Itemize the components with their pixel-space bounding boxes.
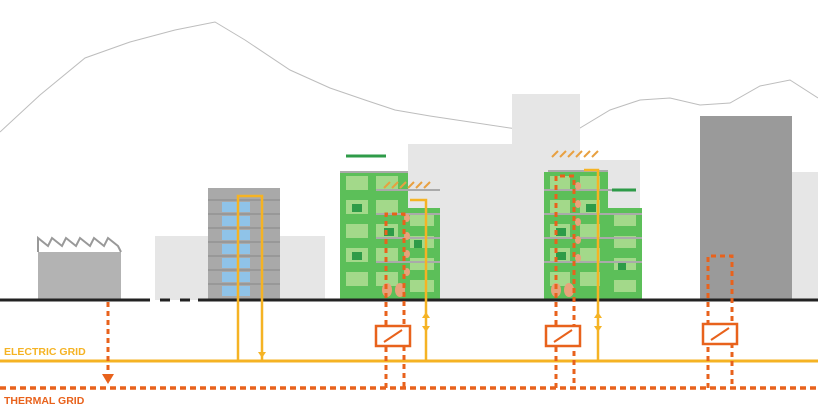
- thermal-grid-label: THERMAL GRID: [4, 395, 85, 407]
- electric-risers: [236, 168, 600, 361]
- bg-building: [790, 172, 818, 300]
- thermal-connections: [106, 174, 734, 388]
- heat-substations: [374, 322, 739, 348]
- electric-grid-label: ELECTRIC GRID: [4, 346, 86, 358]
- thermal-arrow: [102, 374, 114, 384]
- mountain-ridge: [0, 21, 818, 133]
- office-tower: [208, 188, 280, 300]
- substation-symbols: [383, 327, 730, 343]
- dark-tower: [700, 116, 792, 300]
- factory: [37, 235, 122, 300]
- electric-arrow-marks: [258, 312, 602, 358]
